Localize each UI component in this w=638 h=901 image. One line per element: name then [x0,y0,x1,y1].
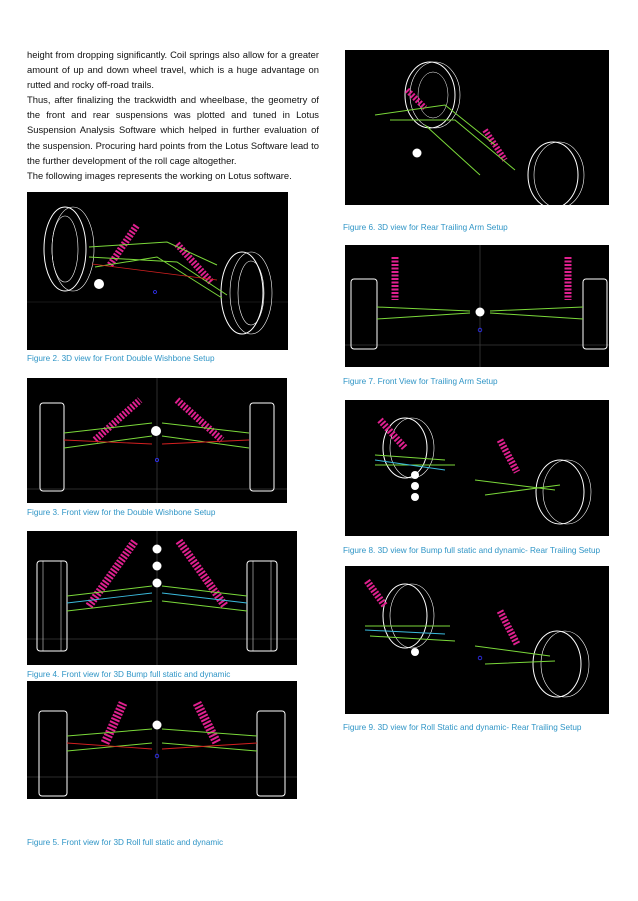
figure-2-image [27,192,288,350]
figure-6-image [345,50,609,205]
figure-4-image [27,531,297,665]
figure-9-caption: Figure 9. 3D view for Roll Static and dy… [343,723,582,732]
figure-6-caption: Figure 6. 3D view for Rear Trailing Arm … [343,223,508,232]
paragraph-3: The following images represents the work… [27,169,292,181]
figure-8-image [345,400,609,536]
figure-9-image [345,566,609,714]
paragraph-1: height from dropping significantly. Coil… [27,49,319,91]
figure-3-caption: Figure 3. Front view for the Double Wish… [27,508,216,517]
figure-7-caption: Figure 7. Front View for Trailing Arm Se… [343,377,498,386]
figure-7-image [345,245,609,367]
figure-8-caption: Figure 8. 3D view for Bump full static a… [343,546,601,555]
paragraph-2: Thus, after finalizing the trackwidth an… [27,94,319,166]
figure-2-caption: Figure 2. 3D view for Front Double Wishb… [27,354,215,363]
figure-4-caption: Figure 4. Front view for 3D Bump full st… [27,670,231,679]
body-text: height from dropping significantly. Coil… [27,47,319,183]
figure-5-image [27,681,297,799]
figure-3-image [27,378,287,503]
figure-5-caption: Figure 5. Front view for 3D Roll full st… [27,838,224,847]
